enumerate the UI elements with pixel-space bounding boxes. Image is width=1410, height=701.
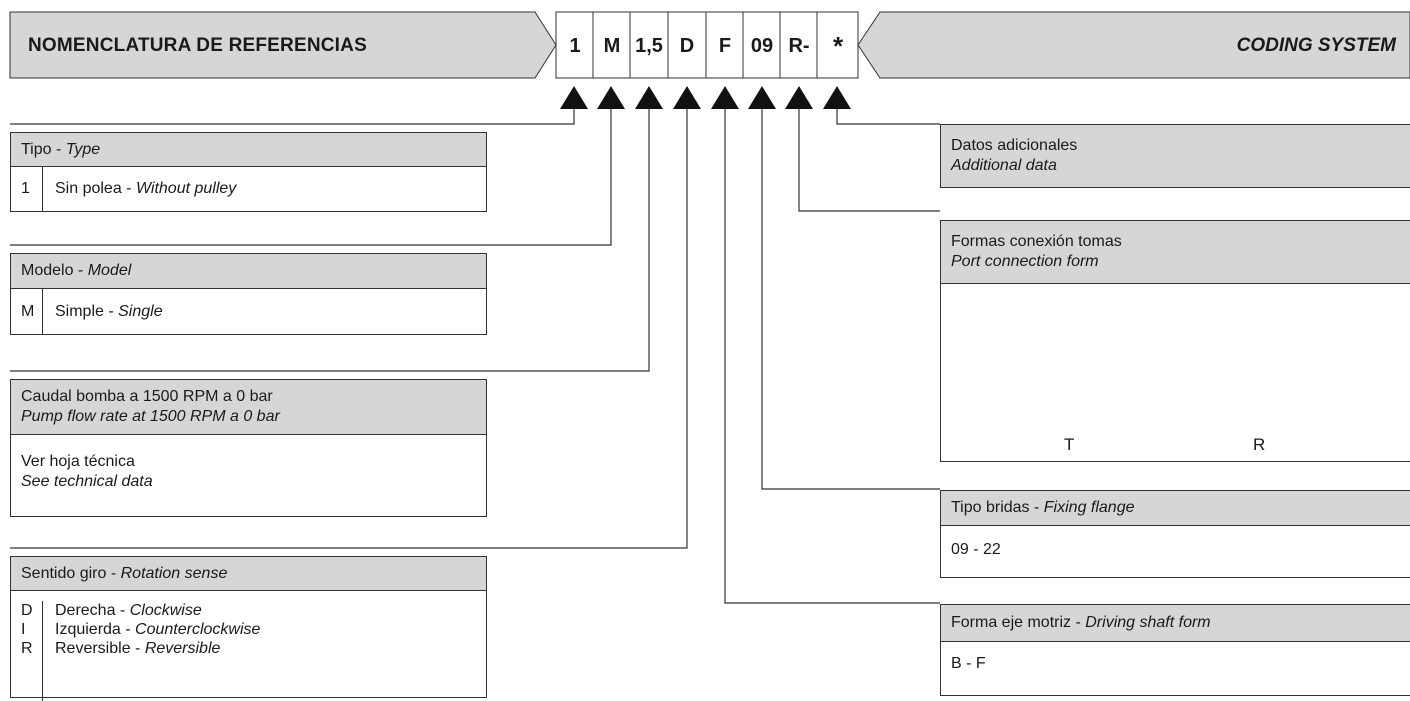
formas-header: Formas conexión tomas Port connection fo… [941,221,1410,284]
arrow-m [597,86,625,109]
arrow-d [673,86,701,109]
sentido-header: Sentido giro - Rotation sense [11,557,486,591]
bridas-header: Tipo bridas - Fixing flange [941,491,1410,526]
arrow-09 [748,86,776,109]
bridas-box: Tipo bridas - Fixing flange 09 - 22 [940,490,1410,578]
arrow-star [823,86,851,109]
header-left-title: NOMENCLATURA DE REFERENCIAS [28,35,367,56]
sentido-rows: D I R Derecha - Clockwise Izquierda - Co… [11,591,486,701]
caudal-box: Caudal bomba a 1500 RPM a 0 bar Pump flo… [10,379,487,517]
header-right-title: CODING SYSTEM [1236,35,1396,56]
caudal-header: Caudal bomba a 1500 RPM a 0 bar Pump flo… [11,380,486,435]
modelo-box: Modelo - Model M Simple - Single [10,253,487,335]
arrow-f [711,86,739,109]
tipo-title: Tipo [21,140,52,158]
formas-box: Formas conexión tomas Port connection fo… [940,220,1410,462]
arrow-1 [560,86,588,109]
label-r: R [1253,435,1266,454]
code-caudal: 1,5 [635,35,663,57]
code-sentido: D [679,35,695,57]
code-cells [555,11,859,79]
code-formas: R- [788,35,810,57]
header-right-banner [857,11,1410,79]
tipo-title-en: Type [65,140,101,158]
code-datos: * [832,31,844,61]
label-t: T [1064,435,1075,454]
tipo-row: 1 Sin polea - Without pulley [11,167,486,211]
code-bridas: 09 [750,35,774,57]
tipo-code: 1 [11,167,43,211]
eje-header: Forma eje motriz - Driving shaft form [941,605,1410,642]
modelo-row: M Simple - Single [11,289,486,334]
modelo-header: Modelo - Model [11,254,486,289]
tipo-header: Tipo - Type [11,133,486,167]
arrow-markers [560,86,851,109]
caudal-body: Ver hoja técnica See technical data [21,453,153,490]
connector-lines [10,109,940,604]
eje-body: B - F [951,655,986,672]
arrow-flow [635,86,663,109]
tipo-box: Tipo - Type 1 Sin polea - Without pulley [10,132,487,212]
datos-box: Datos adicionales Additional data [940,124,1410,188]
datos-header: Datos adicionales Additional data [941,125,1410,187]
sentido-box: Sentido giro - Rotation sense D I R Dere… [10,556,487,701]
header-left-banner [9,11,557,79]
eje-box: Forma eje motriz - Driving shaft form B … [940,604,1410,696]
code-eje: F [718,35,732,57]
code-modelo: M [603,35,621,57]
arrow-r [785,86,813,109]
code-tipo: 1 [569,35,581,57]
bridas-body: 09 - 22 [951,541,1001,558]
